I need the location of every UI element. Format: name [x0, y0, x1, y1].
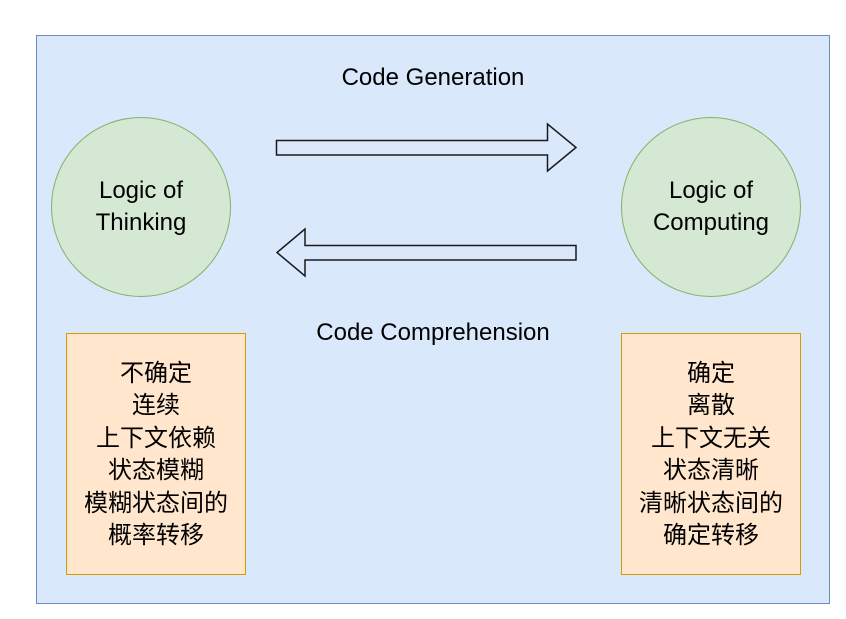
node-label-line: Logic of: [668, 177, 754, 204]
node-label-line: Computing: [652, 209, 770, 236]
logic-of-computing-node: Logic of Computing: [621, 117, 801, 297]
property-line: 模糊状态间的: [84, 488, 228, 517]
property-line: 状态清晰: [663, 456, 759, 484]
thinking-properties-box: 不确定 连续 上下文依赖 状态模糊 模糊状态间的 概率转移: [66, 333, 246, 575]
property-line: 状态模糊: [108, 456, 204, 484]
computing-properties-box: 确定 离散 上下文无关 状态清晰 清晰状态间的 确定转移: [621, 333, 801, 575]
right-arrow-icon: [275, 122, 578, 173]
property-line: 确定: [687, 358, 735, 387]
property-line: 上下文无关: [651, 423, 771, 452]
code-generation-label: Code Generation: [341, 64, 525, 91]
logic-of-thinking-node: Logic of Thinking: [51, 117, 231, 297]
property-line: 概率转移: [108, 521, 204, 549]
property-line: 确定转移: [663, 521, 759, 549]
property-line: 连续: [132, 391, 180, 419]
property-line: 清晰状态间的: [639, 488, 783, 517]
code-comprehension-label: Code Comprehension: [316, 319, 550, 346]
node-label-line: Thinking: [95, 209, 187, 236]
node-label-line: Logic of: [98, 177, 184, 204]
property-line: 上下文依赖: [96, 423, 216, 452]
property-line: 不确定: [120, 358, 192, 387]
left-arrow-icon: [275, 227, 577, 278]
property-line: 离散: [687, 391, 735, 419]
